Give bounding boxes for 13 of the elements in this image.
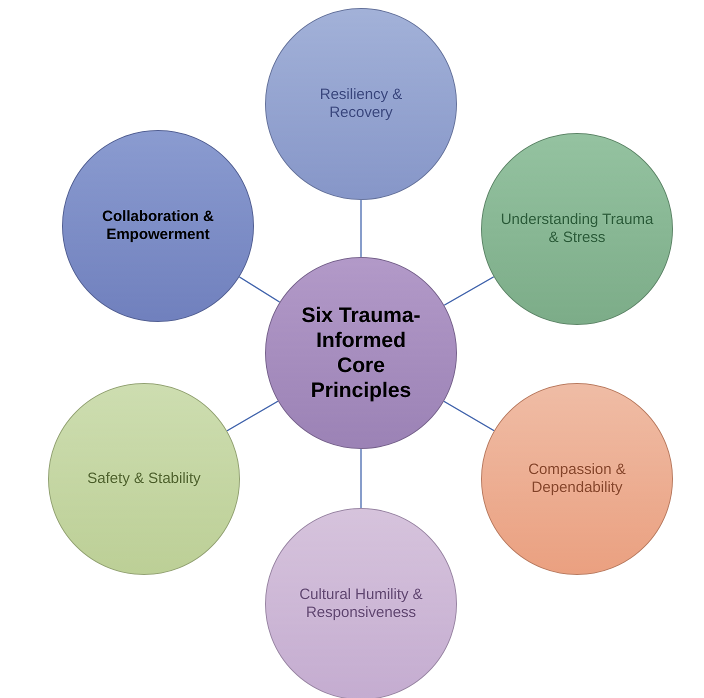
principle-label: Collaboration & Empowerment (101, 208, 215, 244)
connector-line (360, 200, 362, 257)
central-label: Six Trauma-Informed Core Principles (300, 302, 422, 404)
principle-label: Compassion & Dependability (527, 461, 627, 497)
connector-line (444, 276, 494, 306)
principle-label: Safety & Stability (86, 470, 202, 488)
connector-line (444, 400, 494, 432)
principle-label: Cultural Humility & Responsiveness (298, 586, 424, 622)
principle-label: Understanding Trauma & Stress (500, 211, 654, 247)
principle-label: Resiliency & Recovery (318, 86, 404, 122)
connector-line (360, 449, 362, 508)
connector-line (239, 276, 280, 303)
connector-line (226, 400, 278, 432)
